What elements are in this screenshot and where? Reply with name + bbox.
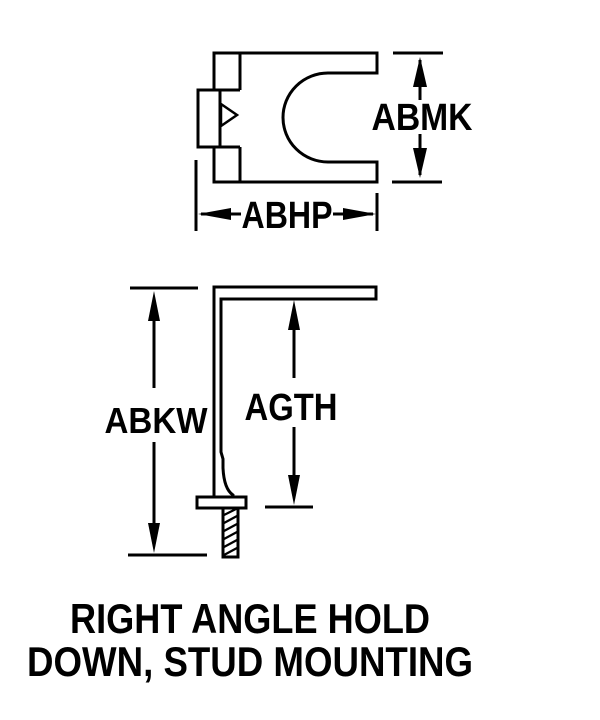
dimension-abhp: ABHP — [194, 160, 379, 237]
dimension-abkw: ABKW — [105, 286, 208, 557]
caption-line-2: DOWN, STUD MOUNTING — [27, 638, 473, 685]
agth-label: AGTH — [245, 387, 338, 429]
abmk-arrowhead-up — [413, 57, 427, 87]
clamp-body-outline — [196, 51, 379, 184]
abmk-label: ABMK — [372, 97, 473, 139]
locating-tab — [196, 88, 222, 149]
dimension-abmk: ABMK — [372, 51, 473, 184]
abmk-arrowhead-down — [413, 148, 427, 178]
abkw-arrowhead-down — [148, 523, 160, 553]
agth-arrowhead-down — [288, 475, 300, 505]
bracket-profile — [212, 285, 378, 500]
tab-arrow-mark — [219, 101, 240, 129]
abkw-label: ABKW — [105, 400, 208, 441]
agth-arrowhead-up — [288, 300, 300, 330]
dimension-agth: AGTH — [245, 300, 338, 509]
abhp-label: ABHP — [242, 195, 333, 237]
side-view — [195, 285, 378, 559]
top-view — [196, 51, 379, 184]
stud-thread-hatching — [223, 507, 238, 556]
figure-caption: RIGHT ANGLE HOLD DOWN, STUD MOUNTING — [27, 595, 473, 685]
abhp-arrowhead-left — [198, 208, 231, 220]
abkw-arrowhead-up — [148, 291, 160, 321]
flange-foot — [195, 495, 248, 510]
abhp-arrowhead-right — [343, 208, 376, 220]
caption-line-1: RIGHT ANGLE HOLD — [70, 595, 430, 642]
